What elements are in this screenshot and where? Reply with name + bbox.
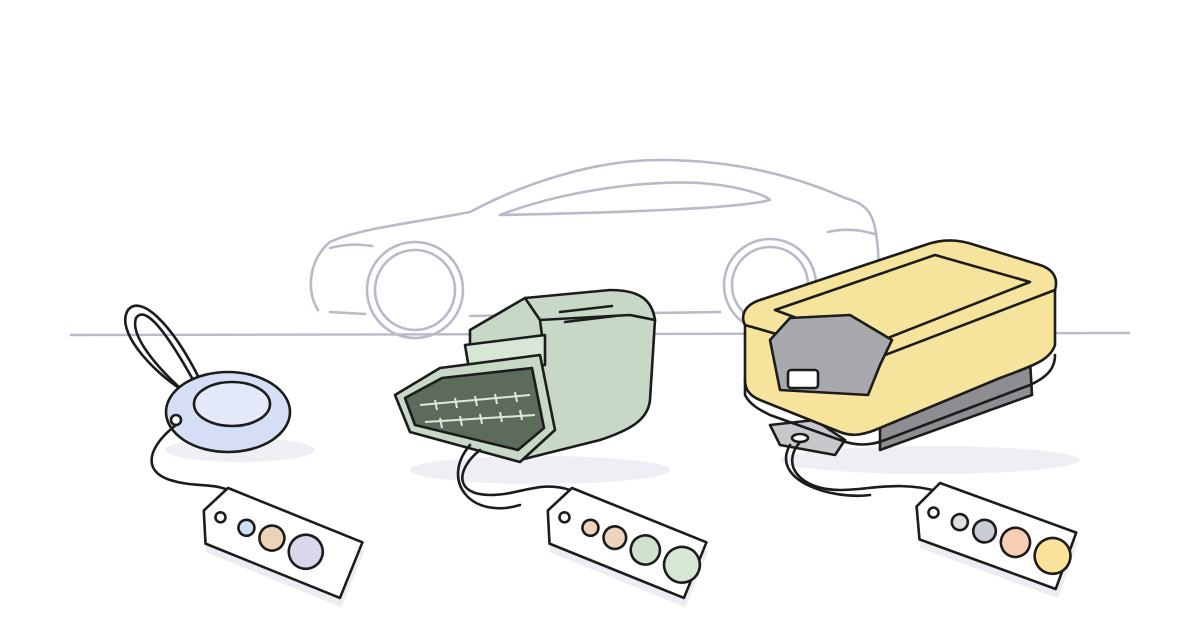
- price-tag-gps-tracker: [915, 481, 1079, 599]
- tag-hole: [214, 511, 227, 524]
- tag-color-dot: [1033, 536, 1072, 576]
- key-fob-icon: [124, 304, 292, 494]
- obd-dongle-icon: [393, 288, 657, 510]
- shadow: [410, 456, 670, 484]
- tag-color-dot: [287, 533, 325, 571]
- tag-color-dot: [602, 525, 628, 551]
- tag-color-dot: [581, 518, 600, 538]
- tag-hole: [927, 506, 940, 519]
- price-tag-obd-dongle: [546, 486, 709, 608]
- gps-tracker-icon: [741, 239, 1058, 498]
- tag-color-dot: [662, 545, 702, 584]
- tag-color-dot: [950, 512, 970, 532]
- tag-color-dot: [629, 534, 662, 566]
- tag-color-dot: [999, 526, 1032, 559]
- tag-color-dot: [971, 518, 998, 544]
- shadow: [780, 446, 1080, 474]
- tag-color-dot: [237, 518, 256, 538]
- price-tag-key-fob: [202, 486, 365, 608]
- tag-hole: [558, 511, 571, 524]
- tag-color-dot: [258, 524, 286, 552]
